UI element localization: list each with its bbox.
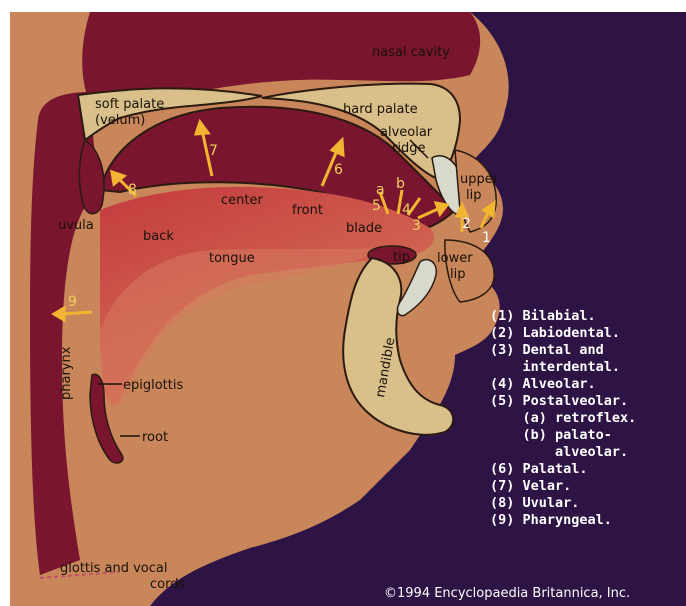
legend-line-2: (2) Labiodental.	[490, 325, 620, 341]
marker-8: 8	[128, 182, 137, 198]
marker-1: 1	[482, 230, 491, 246]
legend-line-11: (7) Velar.	[490, 478, 571, 494]
marker-6: 6	[334, 162, 343, 178]
legend-line-7: (a) retroflex.	[490, 410, 636, 426]
legend-line-5: (4) Alveolar.	[490, 376, 596, 392]
arrow-9	[62, 312, 92, 314]
legend-line-1: (1) Bilabial.	[490, 308, 596, 324]
marker-3: 3	[412, 218, 421, 234]
label-center: center	[221, 193, 263, 208]
marker-a: a	[376, 182, 385, 198]
legend-line-9: alveolar.	[490, 444, 628, 460]
legend-line-4: interdental.	[490, 359, 620, 375]
label-tongue: tongue	[209, 251, 255, 266]
label-glottis: glottis and vocal	[60, 561, 168, 576]
legend-line-8: (b) palato-	[490, 427, 612, 443]
label-hard-palate: hard palate	[343, 102, 418, 117]
label-back: back	[143, 229, 174, 244]
label-lower: lower	[437, 251, 473, 266]
label-lower-lip: lip	[450, 267, 465, 282]
label-upper: upper	[460, 172, 499, 187]
marker-4: 4	[402, 202, 411, 218]
marker-b: b	[396, 176, 405, 192]
label-vocal-cords: cords	[150, 577, 185, 592]
label-uvula: uvula	[58, 218, 94, 233]
label-front: front	[292, 203, 323, 218]
legend-line-6: (5) Postalveolar.	[490, 393, 628, 409]
label-tip: tip	[393, 250, 410, 265]
label-alveolar: alveolar	[380, 125, 433, 140]
label-velum: (velum)	[95, 113, 145, 128]
legend-line-10: (6) Palatal.	[490, 461, 588, 477]
label-upper-lip: lip	[466, 188, 481, 203]
legend-line-12: (8) Uvular.	[490, 495, 579, 511]
marker-9: 9	[68, 294, 77, 310]
marker-2: 2	[462, 216, 471, 232]
marker-5: 5	[372, 198, 381, 214]
label-soft-palate: soft palate	[95, 97, 164, 112]
label-pharynx: pharynx	[59, 346, 74, 400]
legend-line-3: (3) Dental and	[490, 342, 604, 358]
label-root: root	[142, 430, 168, 445]
label-nasal-cavity: nasal cavity	[372, 45, 450, 60]
marker-7: 7	[209, 143, 218, 159]
legend-line-13: (9) Pharyngeal.	[490, 512, 612, 528]
label-epiglottis: epiglottis	[123, 378, 183, 393]
label-blade: blade	[346, 221, 382, 236]
label-ridge: ridge	[392, 141, 425, 156]
copyright-credit: ©1994 Encyclopaedia Britannica, Inc.	[384, 586, 630, 601]
